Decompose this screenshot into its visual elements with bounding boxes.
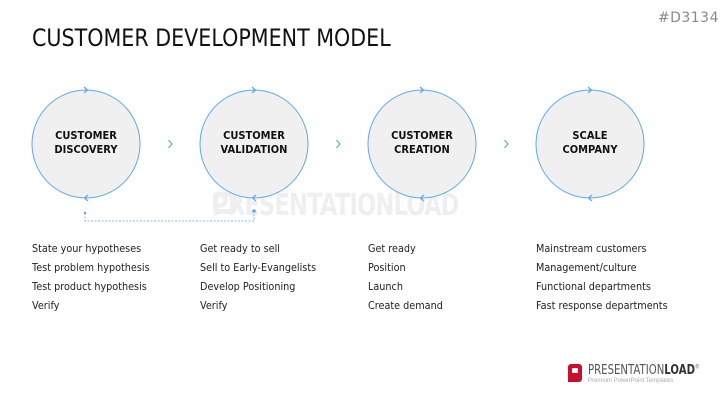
feedback-end-dot (252, 209, 256, 213)
stage-label-line: VALIDATION (220, 143, 288, 156)
logo-tagline: Premium PowerPoint Templates (588, 378, 674, 384)
activity-item: Verify (200, 300, 228, 312)
activity-item: Launch (368, 281, 403, 293)
logo-registered: ® (695, 363, 700, 371)
stage-label-line: CREATION (394, 143, 450, 156)
next-stage-chevron-icon (336, 139, 341, 149)
feedback-start-dot (83, 211, 87, 215)
stage-label-line: COMPANY (562, 143, 618, 156)
activity-item: Create demand (368, 300, 443, 312)
activity-item: Test problem hypothesis (32, 262, 150, 274)
cycle-chevron-left-icon (587, 194, 593, 202)
activity-item: Get ready (368, 243, 416, 255)
next-stage-chevron-icon (504, 139, 509, 149)
cycle-chevron-left-icon (419, 194, 425, 202)
activity-item: Functional departments (536, 281, 651, 293)
stage-label-line: CUSTOMER (55, 129, 117, 142)
activity-item: Get ready to sell (200, 243, 280, 255)
cycle-chevron-right-icon (83, 86, 89, 94)
logo-mark-icon (568, 364, 582, 382)
stage-circle (535, 89, 645, 199)
logo-brand-bold: LOAD (664, 363, 696, 378)
stage-circle (199, 89, 309, 199)
activity-item: Test product hypothesis (32, 281, 147, 293)
activity-item: Sell to Early-Evangelists (200, 262, 317, 274)
activity-item: State your hypotheses (32, 243, 142, 255)
feedback-loop-connector (84, 211, 255, 222)
cycle-chevron-right-icon (587, 86, 593, 94)
cycle-chevron-right-icon (419, 86, 425, 94)
activity-item: Develop Positioning (200, 281, 296, 293)
watermark-logo-icon (213, 192, 237, 214)
cycle-chevron-right-icon (251, 86, 257, 94)
activity-item: Mainstream customers (536, 243, 647, 255)
slide-title: CUSTOMER DEVELOPMENT MODEL (32, 24, 391, 52)
activity-item: Verify (32, 300, 60, 312)
cycle-chevron-left-icon (251, 194, 257, 202)
stage-label-line: DISCOVERY (54, 143, 118, 156)
stage-circle (31, 89, 141, 199)
cycle-chevron-left-icon (83, 194, 89, 202)
stage-label-line: CUSTOMER (391, 129, 453, 142)
activity-item: Fast response departments (536, 300, 668, 312)
next-stage-chevron-icon (168, 139, 173, 149)
activity-item: Management/culture (536, 262, 637, 274)
logo-brand-light: PRESENTATION (588, 363, 665, 378)
stage-circle (367, 89, 477, 199)
activity-item: Position (368, 262, 406, 274)
stage-label-line: SCALE (572, 129, 608, 142)
stage-label-line: CUSTOMER (223, 129, 285, 142)
template-code: #D3134 (657, 10, 719, 26)
